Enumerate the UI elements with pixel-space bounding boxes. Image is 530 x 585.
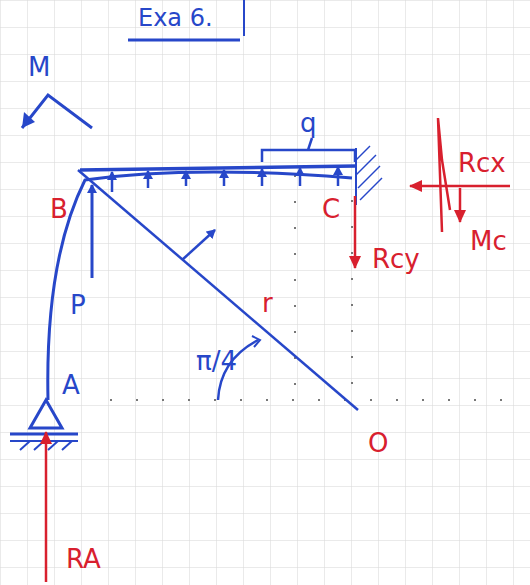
point-label: C bbox=[322, 196, 340, 222]
reaction-label: Mc bbox=[470, 228, 507, 254]
reaction-label: Rcx bbox=[458, 150, 506, 176]
reaction-label: Rcy bbox=[372, 246, 420, 272]
reaction-label: RA bbox=[66, 546, 101, 572]
point-label: B bbox=[50, 196, 68, 222]
moment-label: M bbox=[28, 54, 50, 80]
load-label: q bbox=[300, 110, 317, 136]
exercise-title: Exa 6. bbox=[138, 4, 213, 32]
radius-label: r bbox=[262, 290, 273, 316]
point-label: O bbox=[368, 430, 388, 456]
angle-label: π/4 bbox=[196, 348, 237, 374]
force-label: P bbox=[70, 292, 86, 318]
point-label: A bbox=[62, 372, 80, 398]
